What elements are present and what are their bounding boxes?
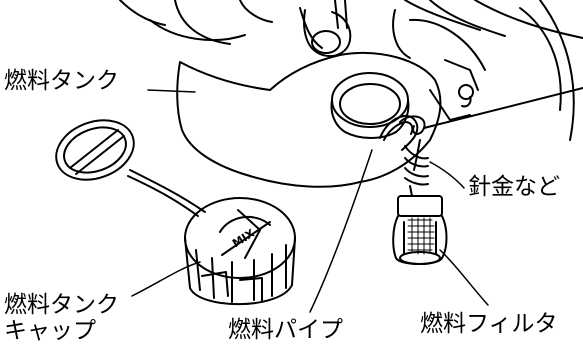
fuel-pipe bbox=[379, 114, 419, 151]
wire-hook bbox=[399, 87, 583, 186]
leader-lines bbox=[131, 89, 489, 313]
cap-strap bbox=[55, 119, 206, 217]
fuel-filler-neck bbox=[330, 72, 410, 139]
fuel-tank-cap bbox=[184, 197, 296, 306]
fuel-filter-mesh bbox=[407, 217, 435, 255]
leader-fuel-tank bbox=[147, 89, 196, 93]
engine-body-outline bbox=[119, 0, 583, 141]
label-fuel-tank-cap-line2: キャップ bbox=[4, 318, 96, 344]
leader-fuel-filter bbox=[439, 249, 489, 306]
label-fuel-tank: 燃料タンク bbox=[4, 68, 119, 94]
leader-fuel-cap bbox=[131, 261, 201, 297]
label-fuel-tank-cap-line1: 燃料タンク bbox=[4, 292, 119, 318]
label-fuel-filter: 燃料フィルタ bbox=[420, 311, 558, 337]
fuel-tank-body bbox=[176, 52, 442, 188]
cap-marking: MIX bbox=[230, 226, 257, 250]
engine-upper-parts bbox=[303, 0, 486, 71]
label-fuel-pipe: 燃料パイプ bbox=[228, 317, 343, 343]
label-wire: 針金など bbox=[468, 174, 560, 200]
fuel-filter bbox=[392, 185, 448, 265]
leader-fuel-pipe bbox=[309, 149, 373, 313]
leader-wire bbox=[429, 161, 465, 189]
